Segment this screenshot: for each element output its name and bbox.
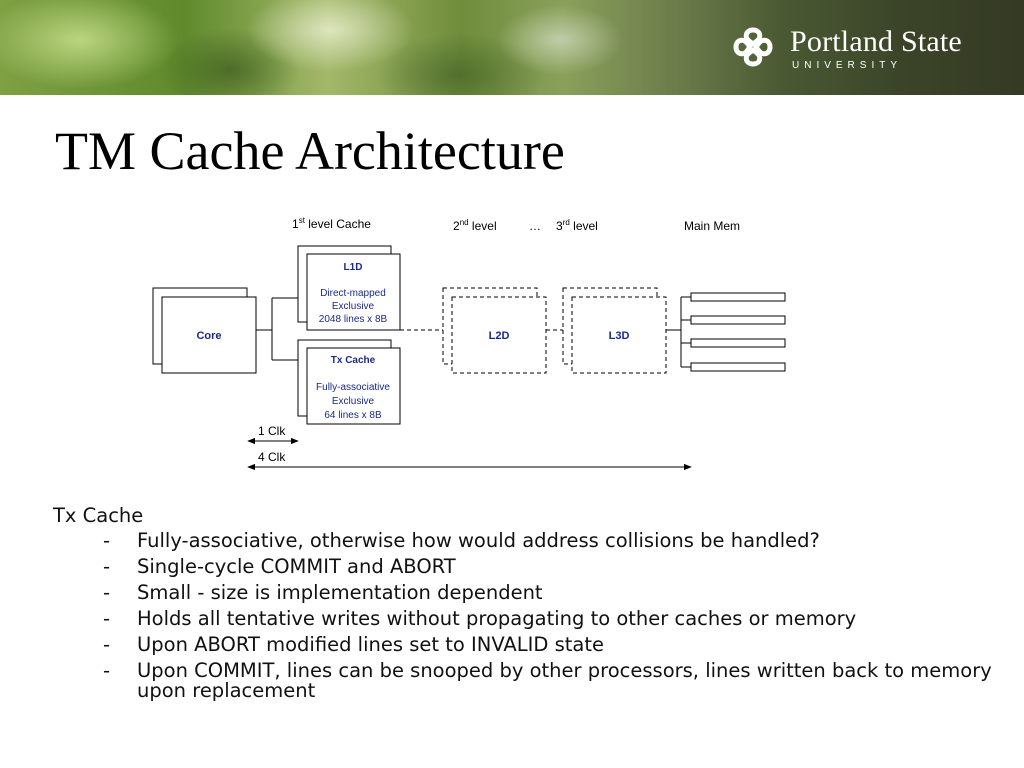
l1d-block: L1D Direct-mapped Exclusive 2048 lines x… bbox=[297, 245, 401, 331]
bullet-text: Upon ABORT modified lines set to INVALID… bbox=[137, 633, 605, 656]
cache-architecture-diagram: 1st level Cache 2nd level … 3rd level Ma… bbox=[152, 216, 786, 471]
main-memory-block bbox=[690, 292, 786, 372]
list-item: - Upon COMMIT, lines can be snooped by ot… bbox=[53, 661, 1013, 701]
logo-subtitle: UNIVERSITY bbox=[792, 60, 903, 71]
l3-mem-connector bbox=[666, 296, 691, 368]
bullet-text: Fully-associative, otherwise how would a… bbox=[137, 529, 820, 552]
l1d-line1: Direct-mapped bbox=[320, 288, 386, 299]
l2d-label: L2D bbox=[489, 330, 510, 342]
core-l1-connector bbox=[256, 297, 298, 361]
l2-heading: 2nd level bbox=[453, 218, 497, 233]
tx-cache-line3: 64 lines x 8B bbox=[324, 410, 382, 421]
logo-name: Portland State bbox=[790, 25, 962, 58]
dash-marker: - bbox=[103, 581, 111, 604]
l1d-line2: Exclusive bbox=[332, 301, 375, 312]
memory-row bbox=[690, 362, 786, 372]
memory-row bbox=[690, 292, 786, 302]
l3d-label: L3D bbox=[609, 330, 630, 342]
tx-cache-block: Tx Cache Fully-associative Exclusive 64 … bbox=[297, 339, 401, 425]
dash-marker: - bbox=[103, 659, 111, 682]
memory-row bbox=[690, 338, 786, 348]
bullet-heading: Tx Cache bbox=[53, 504, 144, 527]
ellipsis-label: … bbox=[529, 219, 541, 233]
dash-marker: - bbox=[103, 555, 111, 578]
core-label: Core bbox=[196, 330, 221, 342]
l1-heading: 1st level Cache bbox=[292, 216, 371, 231]
l1d-line3: 2048 lines x 8B bbox=[319, 314, 388, 325]
header-banner: Portland State UNIVERSITY bbox=[0, 0, 1024, 95]
slide-title: TM Cache Architecture bbox=[55, 121, 565, 181]
l3-heading: 3rd level bbox=[556, 218, 598, 233]
tx-cache-title: Tx Cache bbox=[331, 355, 376, 366]
dash-marker: - bbox=[103, 529, 111, 552]
psu-knot-icon bbox=[733, 27, 773, 67]
dash-marker: - bbox=[103, 607, 111, 630]
l3d-block: L3D bbox=[562, 287, 667, 374]
list-item: - Fully-associative, otherwise how would … bbox=[53, 531, 1013, 551]
bullet-list: - Fully-associative, otherwise how would … bbox=[53, 531, 1013, 701]
bullet-text: Small - size is implementation dependent bbox=[137, 581, 543, 604]
l1d-title: L1D bbox=[344, 262, 363, 273]
bullet-text: Upon COMMIT, lines can be snooped by oth… bbox=[137, 659, 992, 702]
list-item: - Single-cycle COMMIT and ABORT bbox=[53, 557, 1013, 577]
tx-cache-line2: Exclusive bbox=[332, 396, 375, 407]
university-logo: Portland State UNIVERSITY bbox=[728, 22, 998, 78]
bullet-text: Single-cycle COMMIT and ABORT bbox=[137, 555, 456, 578]
core-block: Core bbox=[152, 287, 257, 374]
list-item: - Upon ABORT modified lines set to INVALI… bbox=[53, 635, 1013, 655]
memory-row bbox=[690, 315, 786, 325]
main-mem-heading: Main Mem bbox=[684, 219, 740, 233]
list-item: - Holds all tentative writes without prop… bbox=[53, 609, 1013, 629]
list-item: - Small - size is implementation dependen… bbox=[53, 583, 1013, 603]
l2d-block: L2D bbox=[442, 287, 547, 374]
dash-marker: - bbox=[103, 633, 111, 656]
bullet-text: Holds all tentative writes without propa… bbox=[137, 607, 857, 630]
one-clk-label: 1 Clk bbox=[258, 424, 286, 438]
tx-cache-line1: Fully-associative bbox=[316, 382, 390, 393]
four-clk-label: 4 Clk bbox=[258, 450, 286, 464]
bullet-section: Tx Cache - Fully-associative, otherwise h… bbox=[53, 505, 1013, 707]
